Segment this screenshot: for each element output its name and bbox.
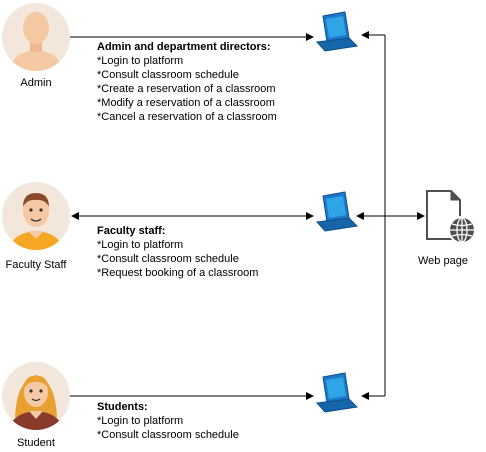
permission-item: *Login to platform [97, 239, 184, 251]
permission-item: *Cancel a reservation of a classroom [97, 111, 277, 123]
student-permissions-heading: Students: [97, 401, 148, 413]
student-permissions: Students: *Login to platform *Consult cl… [97, 400, 239, 442]
faculty-computer [315, 190, 359, 234]
student-computer [315, 371, 359, 415]
person-avatar-icon [2, 182, 70, 250]
laptop-computer-icon [315, 191, 359, 232]
admin-permissions: Admin and department directors: *Login t… [97, 40, 277, 124]
permission-item: *Modify a reservation of a classroom [97, 97, 275, 109]
permission-item: *Login to platform [97, 415, 184, 427]
permission-item: *Consult classroom schedule [97, 69, 239, 81]
permission-item: *Consult classroom schedule [97, 253, 239, 265]
faculty-avatar [1, 181, 71, 251]
web-page-node [424, 189, 480, 245]
web-page-label: Web page [418, 255, 468, 267]
permission-item: *Request booking of a classroom [97, 267, 259, 279]
permission-item: *Create a reservation of a classroom [97, 83, 276, 95]
admin-computer [315, 10, 359, 54]
admin-permissions-heading: Admin and department directors: [97, 41, 271, 53]
web-page-document-globe-icon [426, 190, 476, 244]
admin-avatar [1, 2, 71, 72]
faculty-label: Faculty Staff [5, 259, 67, 271]
permission-item: *Consult classroom schedule [97, 429, 239, 441]
student-avatar [1, 361, 71, 431]
laptop-computer-icon [315, 11, 359, 52]
student-label: Student [17, 437, 55, 449]
faculty-permissions: Faculty staff: *Login to platform *Consu… [97, 224, 258, 280]
admin-label: Admin [20, 77, 52, 89]
person-avatar-icon [2, 3, 70, 71]
permission-item: *Login to platform [97, 55, 184, 67]
person-avatar-icon [2, 362, 70, 430]
laptop-computer-icon [315, 372, 359, 413]
faculty-permissions-heading: Faculty staff: [97, 225, 166, 237]
